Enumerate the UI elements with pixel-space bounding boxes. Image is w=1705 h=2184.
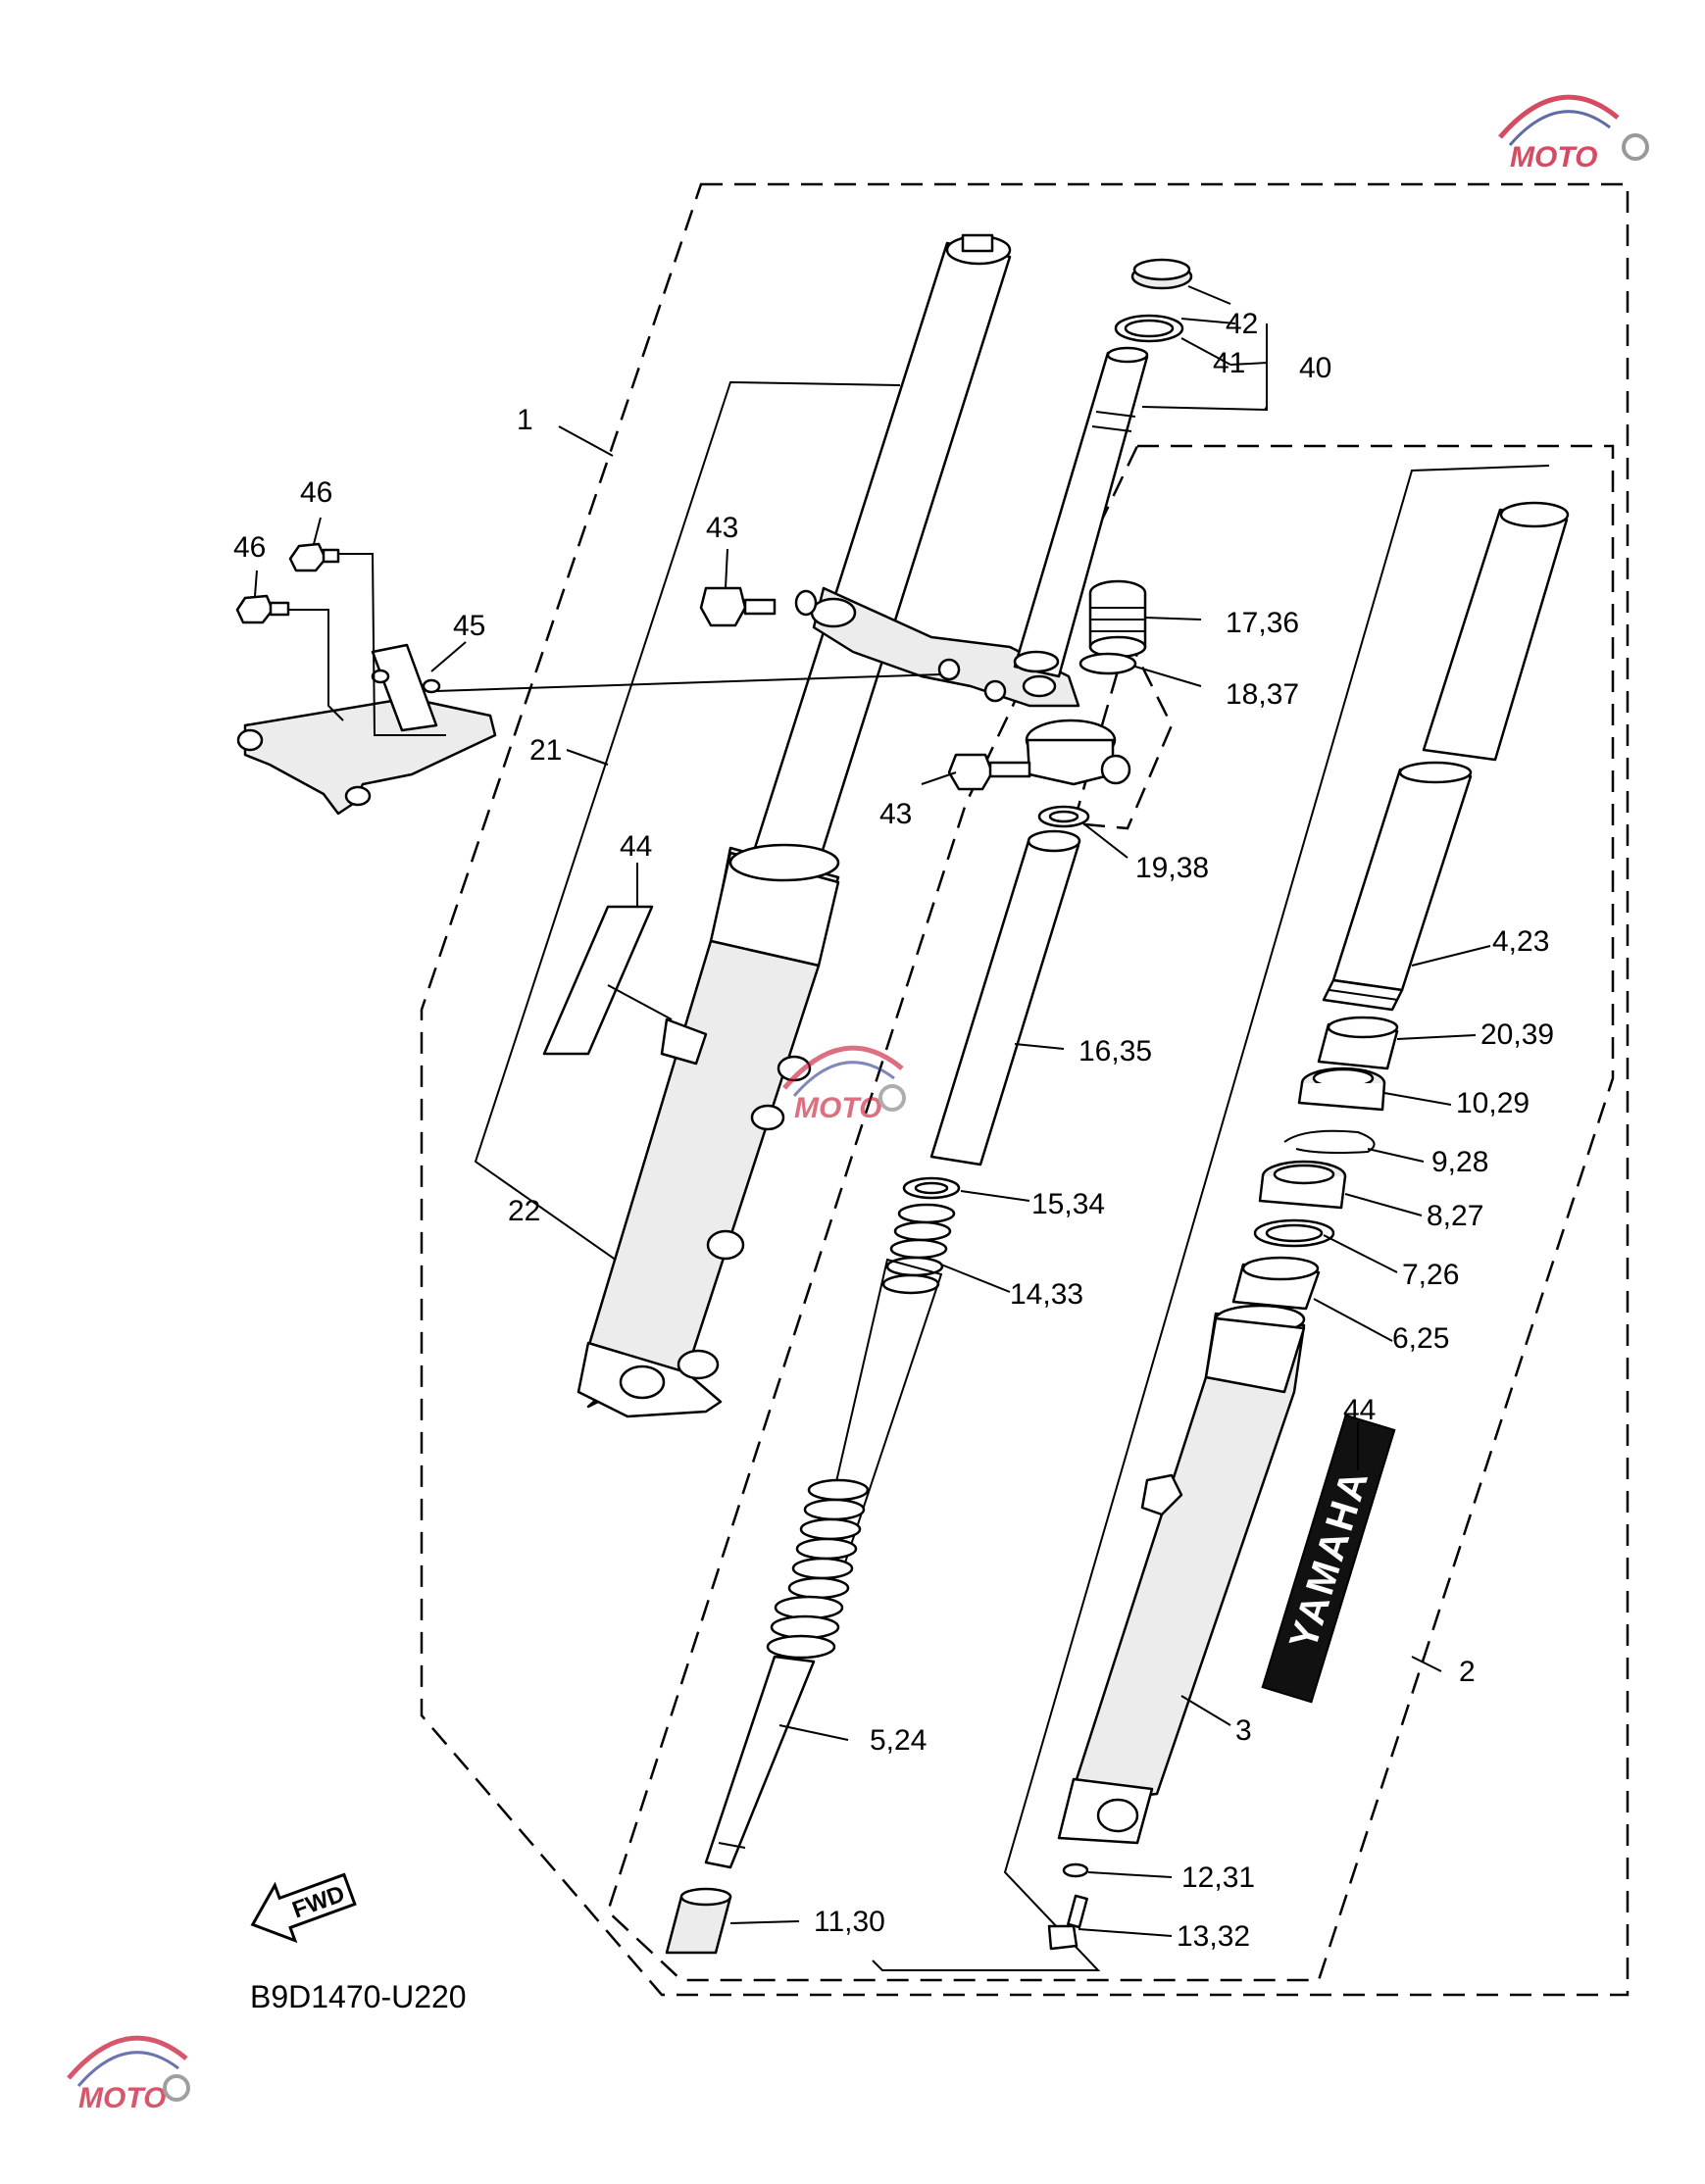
watermark-text-2: MOTO <box>794 1092 881 1124</box>
label-11-30: 11,30 <box>814 1906 885 1938</box>
damper-rod-5 <box>704 1655 816 1869</box>
watermark-top-right: MOTO <box>1498 94 1649 174</box>
bolt-46-b <box>235 594 290 624</box>
stem-bracket-boundary <box>1072 633 1174 830</box>
clip-9 <box>1283 1129 1376 1154</box>
label-14-33: 14,33 <box>1010 1278 1083 1311</box>
label-9-28: 9,28 <box>1431 1146 1488 1178</box>
bolt-43-upper <box>699 586 818 627</box>
label-42: 42 <box>1226 308 1258 340</box>
left-decal <box>542 905 654 1056</box>
headlight-bracket-45 <box>235 542 942 816</box>
label-2: 2 <box>1459 1656 1476 1688</box>
label-44-left: 44 <box>620 830 652 863</box>
damper-tube-16 <box>929 836 1080 1166</box>
watermark-center: MOTO <box>782 1045 906 1124</box>
watermark-bottom-left: MOTO <box>67 2035 190 2114</box>
label-40: 40 <box>1299 352 1331 384</box>
assembly-2-boundary <box>606 444 1615 1982</box>
yamaha-decal: YAMAHA <box>1261 1414 1396 1704</box>
bolt-43-lower <box>947 753 1031 791</box>
under-bracket <box>812 586 1080 708</box>
label-17-36: 17,36 <box>1226 607 1299 639</box>
label-4-23: 4,23 <box>1492 925 1549 958</box>
label-16-35: 16,35 <box>1078 1035 1152 1067</box>
label-46-lower: 46 <box>233 531 266 564</box>
assembly-1-boundary <box>420 182 1630 1997</box>
group-lines <box>474 323 1550 1971</box>
label-44-right: 44 <box>1343 1394 1376 1426</box>
left-fork-assembly <box>577 233 1012 1418</box>
short-spring-14 <box>881 1203 956 1295</box>
part-labels: 1 2 3 4,23 5,24 6,25 7,26 8,27 9,28 10,2… <box>233 308 1554 1953</box>
label-12-31: 12,31 <box>1181 1861 1255 1894</box>
label-6-25: 6,25 <box>1392 1322 1449 1355</box>
label-3: 3 <box>1235 1714 1252 1747</box>
label-20-39: 20,39 <box>1480 1018 1554 1051</box>
label-8-27: 8,27 <box>1427 1200 1483 1232</box>
label-46-upper: 46 <box>300 476 332 509</box>
yamaha-decal-text: YAMAHA <box>1281 1464 1378 1654</box>
inner-tube-4 <box>1422 508 1569 762</box>
steering-stem-assembly <box>699 258 1193 828</box>
label-19-38: 19,38 <box>1135 852 1209 884</box>
cap-bolt-17 <box>1088 579 1147 659</box>
label-22: 22 <box>508 1195 540 1227</box>
label-1: 1 <box>517 404 533 436</box>
right-fork-assembly <box>1047 501 1570 1951</box>
label-10-29: 10,29 <box>1456 1087 1529 1119</box>
label-18-37: 18,37 <box>1226 678 1299 711</box>
watermark-text-1: MOTO <box>1510 141 1597 174</box>
long-spring <box>766 1478 870 1660</box>
label-5-24: 5,24 <box>870 1724 927 1757</box>
leader-lines <box>254 285 1491 1937</box>
assembly-boundaries <box>420 182 1630 1997</box>
label-21: 21 <box>529 734 562 767</box>
label-13-32: 13,32 <box>1177 1920 1250 1953</box>
label-43-lower: 43 <box>879 798 912 830</box>
bolt-46-a <box>288 542 340 572</box>
watermark-text-3: MOTO <box>78 2082 166 2114</box>
bolt-13 <box>1047 1894 1088 1951</box>
label-45: 45 <box>453 610 485 642</box>
label-41: 41 <box>1213 347 1245 379</box>
label-15-34: 15,34 <box>1031 1188 1105 1220</box>
diagram-code: B9D1470-U220 <box>250 1979 467 2014</box>
washer-12 <box>1062 1862 1089 1878</box>
oring-18 <box>1078 652 1137 675</box>
damper-assembly <box>665 829 1081 1955</box>
label-43-upper: 43 <box>706 512 738 544</box>
label-7-26: 7,26 <box>1402 1259 1459 1291</box>
fwd-arrow: FWD <box>250 1872 357 1944</box>
